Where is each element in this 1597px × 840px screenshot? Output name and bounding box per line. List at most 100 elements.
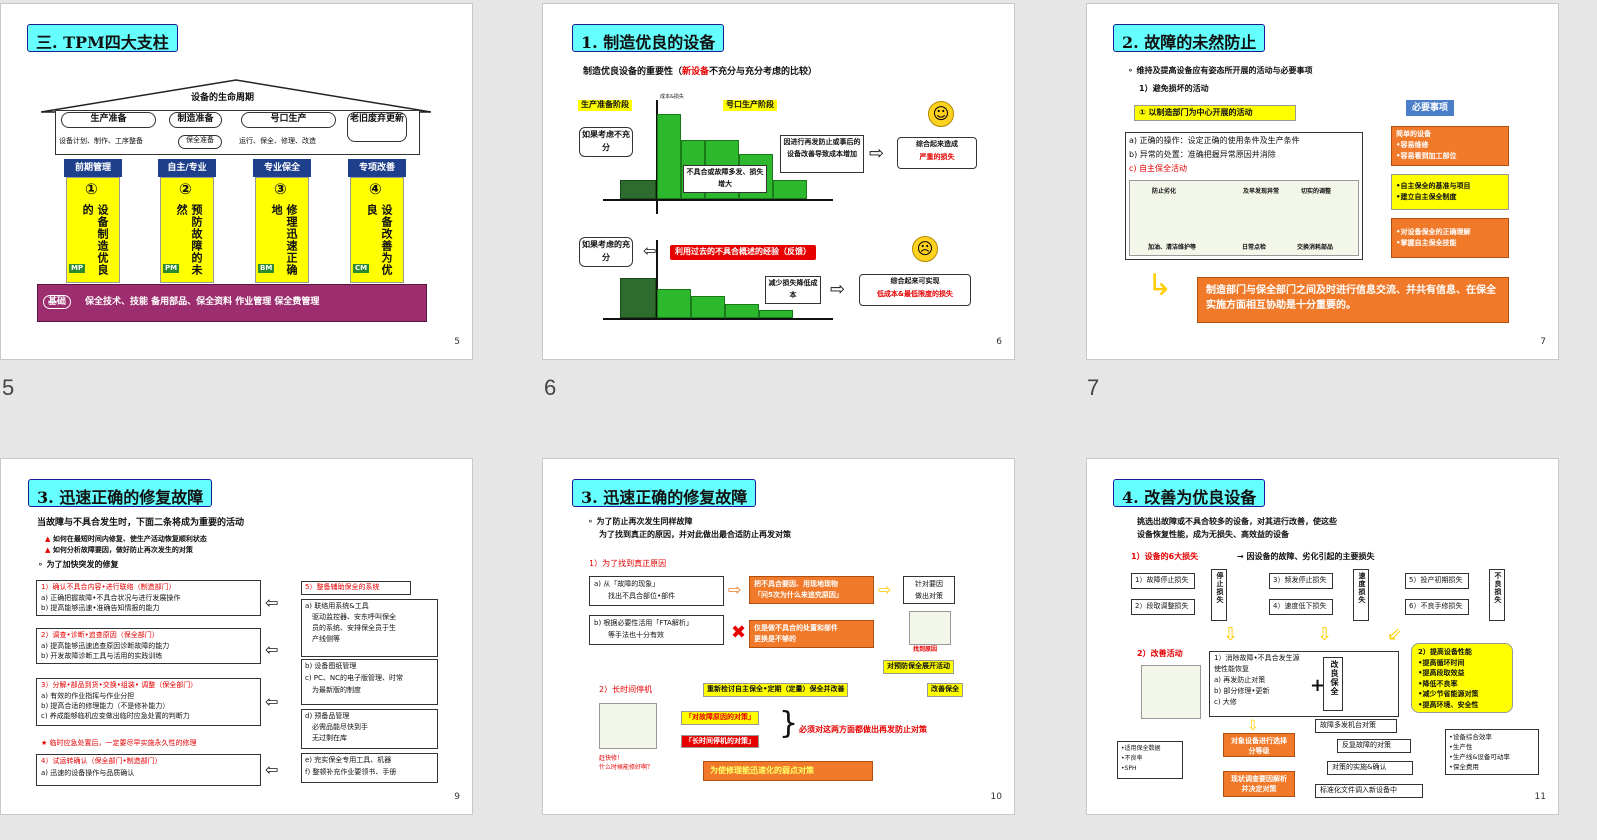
slide-thumbnail-10[interactable]: 3. 迅速正确的修复故障 ⚬ 为了防止再次发生同样故障 为了找到真正的原因，并对…: [542, 458, 1015, 815]
pillar-head: 专项改善: [348, 159, 406, 177]
warning-note: ★ 临时应急处置后，一定要尽早实施永久性的修理: [41, 739, 197, 747]
step-a: a) 从「故障的现象」 找出不具合部位•部件: [589, 576, 724, 606]
center-line: 1）消除故障•不具合发生源: [1214, 654, 1300, 662]
bullet-text: ⚬ 维持及提高设备应有姿态所开展的活动与必要事项: [1127, 66, 1313, 75]
flow-box: 故障多发机台对策: [1315, 719, 1397, 733]
arrow-left-icon: ⇦: [643, 241, 657, 260]
requirement-box-1: 简单的设备•容易维修•容易看到加工部位: [1391, 126, 1509, 166]
cost-bar: [620, 278, 656, 318]
step-b: b) 根据必要性活用「FTA解析」 等手法也十分有效: [589, 615, 724, 645]
support-head: 5）整备辅助保全的系统: [301, 581, 411, 595]
section-1: 1）为了找到真正原因: [589, 559, 667, 568]
focus-banner: ① 以制造部门为中心开展的活动: [1134, 105, 1296, 121]
step-line: c) 养成能够临机应变做出临时应急处置的判断力: [41, 712, 190, 720]
page-number: 6: [996, 337, 1002, 347]
foundation-label: 基础: [43, 295, 72, 310]
preventive-banner: 对预防保全展开活动: [883, 660, 954, 674]
flow-box: 反复故障的对策: [1337, 739, 1411, 753]
loss-item: 5）投产初期损失: [1405, 573, 1469, 589]
conclusion-box: 制造部门与保全部门之间及时进行信息交流、并共有信息、在保全实施方面相互协助是十分…: [1197, 277, 1509, 323]
arrow-left-icon: ⇦: [265, 692, 279, 711]
approach-box-1: 把不具合要因、用现地现物「问5次为什么来追究原因」: [749, 576, 874, 604]
pic-label: 找到原因: [913, 646, 938, 653]
slide-thumbnail-6[interactable]: 1. 制造优良的设备 制造优良设备的重要性（新设备不充分与充分考虑的比较） 生产…: [542, 3, 1015, 360]
subheading: 1）避免损坏的活动: [1139, 84, 1209, 93]
pic-label: 切实的调整: [1301, 188, 1332, 195]
pillar-number: ①: [85, 180, 98, 198]
arrow-down-icon: ⇩: [1247, 718, 1259, 734]
arrow-down-icon: ⇩: [1223, 624, 1239, 645]
page-number: 9: [454, 792, 460, 802]
requirement-box-2: •自主保全的基准与项目•建立自主保全制度: [1391, 174, 1509, 210]
intro-text: 当故障与不具合发生时，下面二条将成为重要的活动: [37, 518, 245, 528]
cost-bar: [620, 180, 656, 199]
intro-line: 设备恢复性能，成为无损失、高效益的设备: [1137, 530, 1289, 539]
slide-label-6: 6: [544, 375, 557, 400]
step-box-3: 3）分解•部品到货•交换•组装• 调整（保全部门） a) 有效的作业指挥与作业分…: [36, 678, 261, 726]
y-axis: [656, 100, 658, 214]
support-line: f) 整顿补充作业要领书、手册: [305, 768, 397, 776]
approach-box-2: 仅是做不具合的处置和部件更换是不够的: [749, 620, 874, 648]
pic-caption: 日常点检: [1242, 244, 1267, 251]
step-line: a) 正确把握故障•不具合状况与进行发展操作: [41, 594, 181, 602]
stage-manufacturing-prep: 制造准备: [169, 112, 222, 128]
must-label: 必要事项: [1406, 100, 1455, 117]
pillar-tag: PM: [163, 264, 180, 274]
center-line: b) 部分修理•更新: [1214, 687, 1270, 695]
bullet-text-2: 为了找到真正的原因，并对此做出最合适防止再发对策: [599, 530, 791, 539]
weakness-box: 为使修理能迅速化的弱点对策: [703, 761, 873, 781]
foundation-bar: [37, 284, 427, 322]
section-heading: ⚬ 为了加快突发的修复: [37, 560, 119, 569]
support-line: d) 预备品管理: [305, 712, 350, 720]
step-line: a) 从「故障的现象」: [594, 580, 660, 588]
worker-illustration: [1129, 180, 1359, 256]
center-line: c) 大修: [1214, 698, 1237, 706]
x-axis: [603, 318, 833, 320]
performance-box: 2）提高设备性能 •提高循环时间•提高段取效益•降低不良率•减少节省能源对策•提…: [1411, 643, 1513, 713]
arrow-right-icon: ⇨: [830, 279, 846, 300]
note-reduce: 减少损失降低成本: [765, 276, 821, 304]
slide-thumbnail-11[interactable]: 4. 改善为优良设备 挑选出故障或不具合较多的设备，对其进行改善，使这些 设备恢…: [1086, 458, 1559, 815]
note-problem: 不具合或故障多发、损失增大: [683, 165, 767, 193]
loss-item: 3）频发停止损失: [1269, 573, 1333, 589]
page-number: 10: [990, 792, 1002, 802]
arrow-right-icon: ⇨: [878, 580, 892, 599]
pillar-head: 前期管理: [64, 159, 122, 177]
list-item: b) 异常的处置：准确把握异常原因并消除: [1129, 150, 1276, 159]
page-number: 7: [1540, 337, 1546, 347]
slide-thumbnail-9[interactable]: 3. 迅速正确的修复故障 当故障与不具合发生时，下面二条将成为重要的活动 ▲ 如…: [0, 458, 473, 815]
step-line: a) 有效的作业指挥与作业分担: [41, 692, 135, 700]
slide-thumbnail-7[interactable]: 2. 故障的未然防止 ⚬ 维持及提高设备应有姿态所开展的活动与必要事项 1）避免…: [1086, 3, 1559, 360]
pic-label: 防止劣化: [1152, 188, 1177, 195]
improve-banner: 改善保全: [927, 683, 963, 697]
loss-group: 速度损失: [1353, 569, 1369, 621]
pillar-tag: BM: [258, 264, 275, 274]
pillar-number: ④: [369, 180, 382, 198]
callout-insufficient: 如果考虑不充分: [579, 127, 633, 157]
support-line: 产线侧等: [312, 635, 340, 643]
step-box-1: 1）确认不具合内容•进行联络（制造部门） a) 正确把握故障•不具合状况与进行发…: [36, 580, 261, 616]
step-head: 2）调查•诊断•追查原因（保全部门）: [41, 631, 159, 639]
stage-note-3: 运行、保全、修理、改造: [239, 137, 316, 145]
slide-thumbnail-5[interactable]: 三. TPM四大支柱 设备的生命周期 生产准备 制造准备 号口生产 老旧废弃更新…: [0, 3, 473, 360]
section-2: 2）改善活动: [1137, 649, 1183, 658]
step-head: 1）确认不具合内容•进行联络（制造部门）: [41, 583, 176, 591]
cross-icon: ✖: [731, 622, 747, 643]
result-box-1: 综合起来造成严重的损失: [897, 137, 977, 169]
loss-item: 1）故障停止损失: [1131, 573, 1195, 589]
loss-group: 不良损失: [1489, 569, 1505, 621]
roof-label: 设备的生命周期: [191, 93, 255, 103]
angry-worker-illustration: [599, 703, 657, 749]
phase-label-production: 号口生产阶段: [723, 100, 777, 111]
stage-note-1: 设备计划、制作、工序整备: [59, 137, 143, 145]
pillar-number: ②: [179, 180, 192, 198]
step-line: 找出不具合部位•部件: [608, 592, 676, 600]
step-line: b) 开发故障诊断工具与活用的实践训练: [41, 652, 163, 660]
arrow-left-icon: ⇦: [265, 640, 279, 659]
arrow-right-icon: ⇨: [728, 580, 742, 599]
pic-caption: 交换消耗部品: [1297, 244, 1334, 251]
pillar-text: 预防故障的未然: [175, 204, 203, 276]
loss-bar: [691, 296, 725, 318]
axis-label: 成本&损失: [660, 94, 684, 100]
pillar-number: ③: [274, 180, 287, 198]
